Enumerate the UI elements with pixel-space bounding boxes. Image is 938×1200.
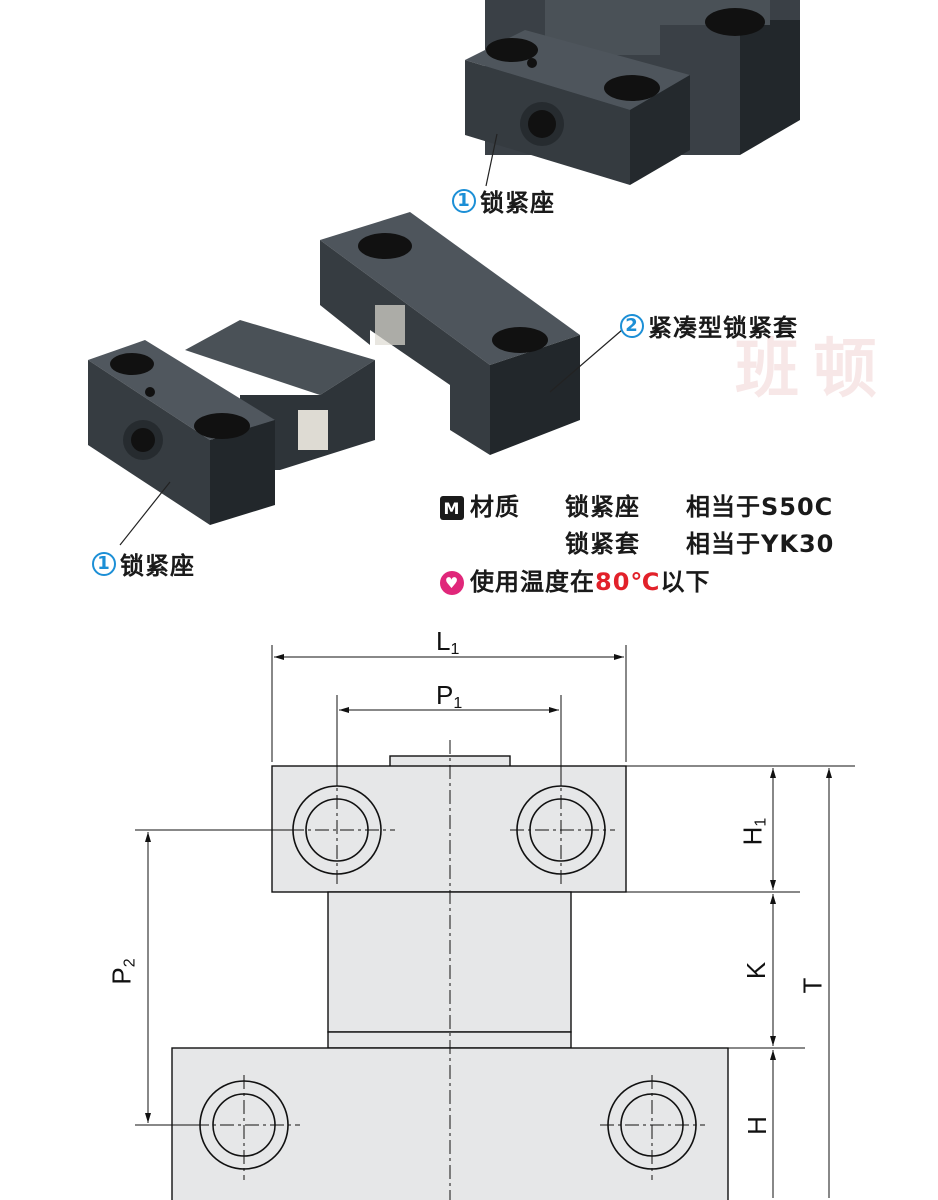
dim-label-p2: P2 [106,958,139,985]
callout-lock-base-top: 1 锁紧座 [452,183,555,218]
dim-label-h1: H1 [737,817,770,846]
callout-label: 锁紧座 [480,189,555,217]
product-photos [88,0,800,546]
temperature-value: 80℃ [595,568,661,596]
callout-number: 1 [452,188,476,213]
dim-label-t: T [797,977,828,994]
temperature-prefix: 使用温度在 [470,568,595,596]
callout-number: 2 [620,313,644,338]
dim-label-h: H [741,1116,772,1135]
dim-label-k: K [741,961,772,980]
material-icon: M [440,496,464,520]
temperature-icon: ♥ [440,571,464,595]
material-row2-value: 相当于YK30 [686,530,835,558]
top-assembly-photo [465,0,800,187]
material-label: 材质 [470,493,520,521]
material-row1-value: 相当于S50C [686,493,834,521]
technical-drawing [135,645,855,1200]
material-row1-part: 锁紧座 [565,493,640,521]
temperature-suffix: 以下 [660,568,711,596]
dim-label-l1: L1 [436,626,460,658]
dimension-lines [135,645,855,1198]
dim-label-p1: P1 [436,680,463,712]
callout-lock-base-bottom: 1 锁紧座 [92,546,195,581]
material-row2-part: 锁紧套 [565,530,640,558]
watermark: 班顿 [735,333,891,407]
callout-label: 锁紧座 [120,552,195,580]
centerlines [195,740,705,1200]
bottom-left-assembly-photo [88,320,375,546]
callout-lock-sleeve: 2 紧凑型锁紧套 [620,308,798,343]
callout-label: 紧凑型锁紧套 [648,314,798,342]
callout-number: 1 [92,551,116,576]
temperature-row: ♥使用温度在80℃以下 [440,562,710,597]
lock-sleeve-photo [320,212,623,455]
